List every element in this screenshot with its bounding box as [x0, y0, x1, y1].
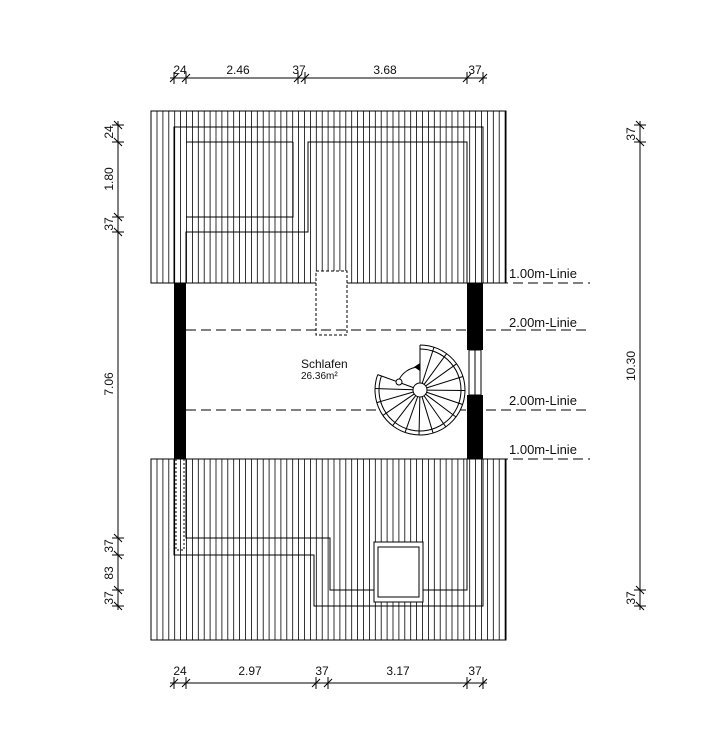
stair-step [425, 363, 457, 387]
dim-left-4: 37 [102, 539, 116, 553]
stair-step [421, 347, 435, 384]
dim-tick [323, 678, 333, 688]
dim-tick [169, 678, 179, 688]
dim-top-2: 37 [292, 63, 306, 77]
stair-step [392, 395, 417, 427]
label-200-bottom: 2.00m-Linie [509, 393, 577, 408]
dim-tick [169, 73, 179, 83]
knee-wall-bottom [185, 459, 468, 591]
stair-arrow-icon [414, 363, 420, 371]
dim-bottom-2: 37 [315, 664, 329, 678]
dim-tick [113, 137, 123, 147]
knee-wall-top [185, 141, 468, 283]
dim-tick [635, 585, 645, 595]
dim-bottom-4: 37 [468, 664, 482, 678]
skylight-bottom-inner [377, 546, 420, 598]
dim-tick [113, 227, 123, 237]
dim-bottom-0: 24 [173, 664, 187, 678]
dim-tick [113, 533, 123, 543]
stair-post [412, 382, 428, 398]
label-100-top: 1.00m-Linie [509, 266, 577, 281]
dim-left-2: 37 [102, 217, 116, 231]
dim-tick [113, 550, 123, 560]
stair-step [375, 388, 414, 391]
wall-left [174, 283, 186, 459]
dim-tick [311, 678, 321, 688]
dim-left-3: 7.06 [102, 372, 116, 396]
wall-right-upper [467, 283, 483, 350]
wall-outline-top [173, 126, 484, 283]
room-name: Schlafen [301, 357, 348, 371]
dim-tick [635, 137, 645, 147]
dim-left-0: 24 [102, 125, 116, 139]
stair-step [404, 396, 419, 433]
window-left-bottom [175, 459, 185, 551]
dim-left-6: 37 [102, 591, 116, 605]
dim-top-4: 37 [468, 63, 482, 77]
stair-step [423, 353, 448, 385]
dim-tick [462, 73, 472, 83]
dim-tick [635, 601, 645, 611]
stair-step [377, 374, 414, 389]
stair-step [418, 396, 421, 436]
dormer-outline-top [186, 141, 294, 218]
stair-step [376, 391, 414, 404]
dim-tick [113, 120, 123, 130]
dim-tick [113, 585, 123, 595]
room-area: 26.36m² [301, 371, 338, 382]
dim-top-1: 2.46 [226, 63, 250, 77]
stair-step [425, 393, 457, 418]
dim-right-0: 37 [624, 127, 638, 141]
stair-step [382, 393, 415, 416]
roof-hatching-bottom [156, 459, 506, 640]
label-200-top: 2.00m-Linie [509, 315, 577, 330]
stair-step [426, 391, 463, 405]
dim-right-1: 10.30 [624, 351, 638, 381]
stair-step [426, 375, 464, 389]
skylight-bottom [373, 541, 424, 603]
dim-left-5: 83 [102, 566, 116, 580]
spiral-staircase [374, 344, 466, 436]
dimension-lines [112, 72, 646, 689]
wall-outline-bottom [173, 459, 484, 607]
dim-tick [635, 120, 645, 130]
label-100-bottom: 1.00m-Linie [509, 442, 577, 457]
dim-tick [478, 678, 488, 688]
dim-top-3: 3.68 [373, 63, 397, 77]
dim-bottom-3: 3.17 [386, 664, 410, 678]
dim-top-0: 24 [173, 63, 187, 77]
dim-bottom-1: 2.97 [238, 664, 262, 678]
dim-tick [113, 601, 123, 611]
dim-right-2: 37 [624, 591, 638, 605]
dim-tick [181, 678, 191, 688]
dim-tick [462, 678, 472, 688]
dim-tick [300, 73, 310, 83]
dim-tick [293, 73, 303, 83]
dim-tick [478, 73, 488, 83]
roof-area-bottom [150, 458, 507, 641]
dim-tick [113, 212, 123, 222]
roof-hatching-top [156, 111, 506, 283]
dim-tick [181, 73, 191, 83]
dim-left-1: 1.80 [102, 167, 116, 191]
skylight-top [315, 270, 348, 336]
stair-step [423, 395, 447, 428]
wall-right-lower [467, 395, 483, 459]
stair-step [421, 396, 434, 434]
stair-start-marker [395, 378, 403, 386]
